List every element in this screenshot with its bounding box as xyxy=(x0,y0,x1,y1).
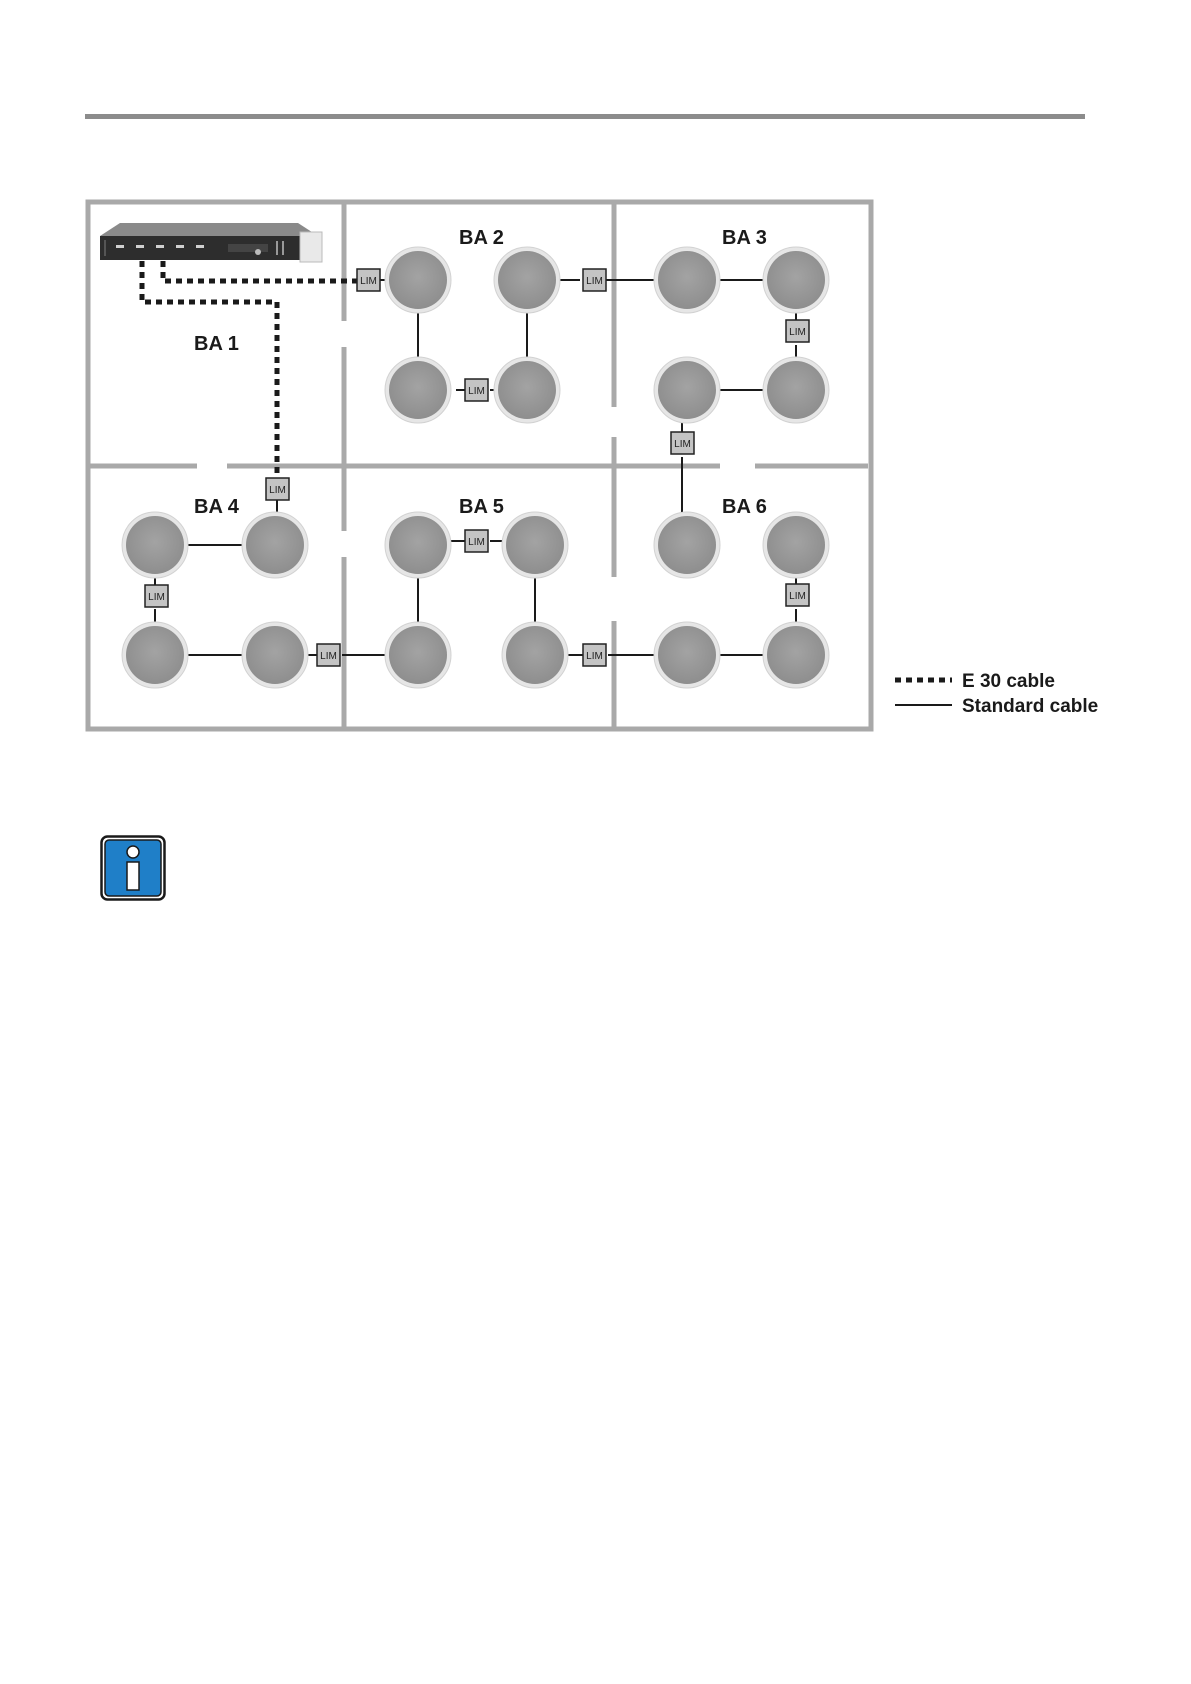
building-walls xyxy=(88,202,871,729)
lim-module: LIM xyxy=(786,320,809,342)
area-label-ba3: BA 3 xyxy=(722,227,767,249)
loudspeaker xyxy=(502,622,568,688)
loudspeaker xyxy=(385,247,451,313)
loudspeaker xyxy=(763,247,829,313)
lim-module: LIM xyxy=(266,478,289,500)
legend-standard-label: Standard cable xyxy=(962,696,1098,717)
loudspeaker xyxy=(763,512,829,578)
loudspeaker xyxy=(385,512,451,578)
loudspeaker xyxy=(763,622,829,688)
lim-module: LIM xyxy=(671,432,694,454)
loudspeaker xyxy=(494,247,560,313)
lim-module: LIM xyxy=(786,584,809,606)
legend-e30-label: E 30 cable xyxy=(962,671,1055,692)
cable-legend: E 30 cable Standard cable xyxy=(895,671,1098,717)
e30-cable-route xyxy=(142,261,357,478)
lim-label: LIM xyxy=(320,651,337,662)
area-label-ba2: BA 2 xyxy=(459,227,504,249)
lim-label: LIM xyxy=(586,276,603,287)
loudspeaker xyxy=(654,247,720,313)
lim-module: LIM xyxy=(357,269,380,291)
lim-label: LIM xyxy=(360,276,377,287)
loudspeaker-wiring-diagram: LIM LIM LIM LIM LIM LIM LIM LIM LIM LIM LIM BA 1 B… xyxy=(0,0,1191,760)
loudspeaker xyxy=(385,622,451,688)
loudspeaker xyxy=(242,512,308,578)
area-label-ba1: BA 1 xyxy=(194,333,239,355)
controller-rack-unit xyxy=(100,223,322,262)
loudspeaker xyxy=(502,512,568,578)
loudspeaker xyxy=(122,512,188,578)
lim-label: LIM xyxy=(269,485,286,496)
loudspeaker xyxy=(654,622,720,688)
lim-module: LIM xyxy=(317,644,340,666)
loudspeaker xyxy=(242,622,308,688)
loudspeaker xyxy=(654,357,720,423)
lim-module: LIM xyxy=(583,644,606,666)
lim-label: LIM xyxy=(586,651,603,662)
lim-module: LIM xyxy=(583,269,606,291)
lim-label: LIM xyxy=(468,537,485,548)
info-icon xyxy=(100,835,166,901)
loudspeaker xyxy=(494,357,560,423)
area-label-ba6: BA 6 xyxy=(722,496,767,518)
lim-label: LIM xyxy=(148,592,165,603)
lim-label: LIM xyxy=(789,327,806,338)
lim-label: LIM xyxy=(468,386,485,397)
area-label-ba4: BA 4 xyxy=(194,496,240,518)
lim-module: LIM xyxy=(465,379,488,401)
loudspeaker xyxy=(763,357,829,423)
lim-module: LIM xyxy=(465,530,488,552)
loudspeaker xyxy=(122,622,188,688)
loudspeaker xyxy=(654,512,720,578)
loudspeaker xyxy=(385,357,451,423)
lim-module: LIM xyxy=(145,585,168,607)
area-label-ba5: BA 5 xyxy=(459,496,504,518)
lim-label: LIM xyxy=(674,439,691,450)
lim-label: LIM xyxy=(789,591,806,602)
